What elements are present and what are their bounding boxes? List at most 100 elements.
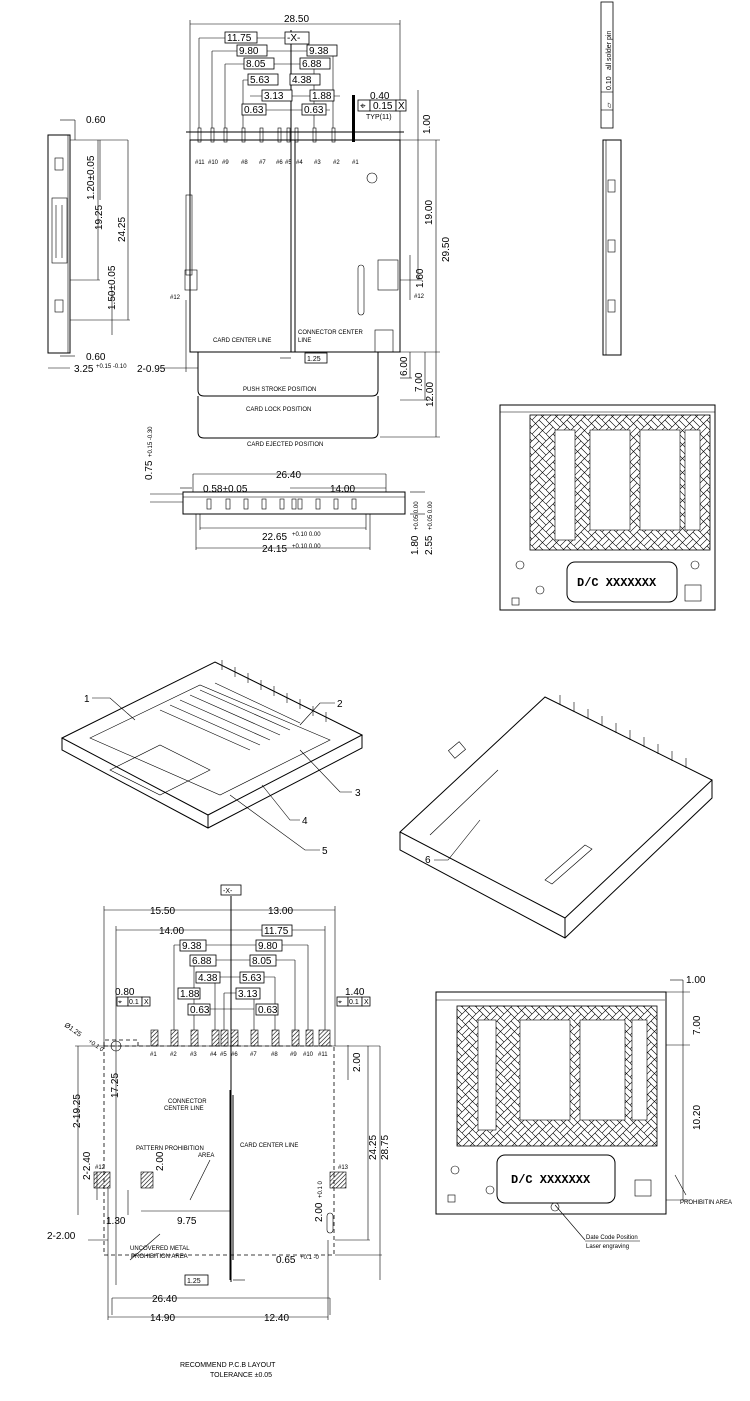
dim-side-gap: 2-0.95 bbox=[137, 364, 166, 375]
dim-22-65-tol: +0.10 0.00 bbox=[292, 532, 321, 538]
position-icon: ⌖ bbox=[360, 101, 366, 112]
slot bbox=[326, 1212, 334, 1234]
dim-0-75-tol: +0.15 -0.30 bbox=[148, 426, 154, 457]
pad13-label: #13 bbox=[338, 1165, 349, 1171]
pcb-card-center-line-label: CARD CENTER LINE bbox=[240, 1143, 298, 1149]
svg-text:#2: #2 bbox=[170, 1052, 177, 1058]
pin-labels: #11#10 #9#8 #7#6 #5#4 #3#2 #1 bbox=[195, 160, 359, 166]
dim-1-50: 1.50±0.05 bbox=[107, 265, 118, 310]
pcb-tolerance: TOLERANCE ±0.05 bbox=[210, 1372, 272, 1379]
pcb-dim-1-30: 1.30 bbox=[106, 1216, 126, 1227]
pcb-layout: -X- 15.50 13.00 14.00 11.75 9.38 9.80 6.… bbox=[75, 884, 382, 1320]
bv2-dim-10-20: 10.20 bbox=[692, 1105, 703, 1130]
callout-3: 3 bbox=[355, 788, 361, 799]
pattern-prohibition-label: PATTERN PROHIBITION bbox=[136, 1146, 204, 1152]
uncovered-metal-label: UNCOVERED METAL bbox=[130, 1246, 190, 1252]
svg-text:#6: #6 bbox=[276, 160, 283, 166]
pcb-dim-12-40: 12.40 bbox=[264, 1313, 289, 1324]
pcb-dim-19-25: 2-19.25 bbox=[72, 1094, 83, 1128]
dim-14: 14.00 bbox=[330, 484, 355, 495]
svg-text:#11: #11 bbox=[318, 1052, 328, 1058]
pcb-dim-2-00: 2.00 bbox=[352, 1052, 363, 1072]
pcb-dim-0-65-tol: +0.1 -0 bbox=[300, 1255, 320, 1261]
dim-pin7: 3.13 bbox=[264, 91, 284, 102]
pcb-dim-9-38: 9.38 bbox=[182, 941, 202, 952]
pcb-dim-15-50: 15.50 bbox=[150, 906, 175, 917]
dim-overall-width: 28.50 bbox=[284, 14, 309, 25]
pcb-dim-0-63-left: 0.63 bbox=[190, 1005, 210, 1016]
dim-pin9: 8.05 bbox=[246, 59, 266, 70]
laser-engraving-note: Laser engraving bbox=[586, 1244, 629, 1250]
front-view: 26.40 0.58±0.05 14.00 0.75 +0.15 -0.30 2… bbox=[144, 426, 435, 555]
svg-text:#3: #3 bbox=[314, 160, 321, 166]
dim-pin10: 9.80 bbox=[239, 46, 259, 57]
dim-height-tol: +0.15 -0.10 bbox=[96, 364, 127, 370]
isometric-view-open: 1 2 3 4 5 bbox=[60, 660, 364, 857]
dim-2-55: 2.55 bbox=[424, 535, 435, 555]
pcb-dim-slot-tol: +0.1 0 bbox=[318, 1180, 324, 1198]
pcb-dim-3-13: 3.13 bbox=[238, 989, 258, 1000]
top-view: 28.50 11.75 -X- 9.80 9.38 8.05 6.88 5.63… bbox=[137, 14, 452, 448]
svg-text:#1: #1 bbox=[352, 160, 359, 166]
side-spring bbox=[185, 194, 193, 276]
pcb-pads bbox=[93, 1029, 347, 1189]
svg-text:#1: #1 bbox=[150, 1052, 157, 1058]
pcb-datum-ref-right: X bbox=[364, 999, 369, 1006]
left-side-view: 0.60 1.20±0.05 19.25 24.25 1.50±0.05 0.6… bbox=[47, 115, 130, 375]
pcb-dim-9-80: 9.80 bbox=[258, 941, 278, 952]
pcb-dim-24-25: 24.25 bbox=[368, 1135, 379, 1160]
dim-pin11: 11.75 bbox=[227, 33, 252, 44]
flatness-icon: ▱ bbox=[606, 102, 613, 108]
eject-latch bbox=[374, 329, 394, 353]
dim-offset: 1.25 bbox=[307, 356, 321, 363]
right-side-view: ▱ 0.10 all solder pin bbox=[600, 1, 622, 356]
connector-center-line-label-2: LINE bbox=[298, 338, 311, 344]
pcb-dim-4-38: 4.38 bbox=[198, 973, 218, 984]
bv2-dim-1-00: 1.00 bbox=[686, 975, 706, 986]
datum-ref: X bbox=[398, 101, 405, 112]
pcb-layout-section: -X- 15.50 13.00 14.00 11.75 9.38 9.80 6.… bbox=[47, 884, 391, 1379]
dim-bottom-pin: 0.60 bbox=[86, 352, 106, 363]
pcb-dim-0-65: 0.65 bbox=[276, 1255, 296, 1266]
dim-24-15: 24.15 bbox=[262, 544, 287, 555]
card-ejected-outline bbox=[197, 400, 379, 439]
svg-text:#5: #5 bbox=[285, 160, 292, 166]
svg-text:#8: #8 bbox=[271, 1052, 278, 1058]
pcb-dim-1-88: 1.88 bbox=[180, 989, 200, 1000]
connector-center-line-label: CONNECTOR CENTER bbox=[298, 330, 364, 336]
callout-5: 5 bbox=[322, 846, 328, 857]
pcb-dim-14-90: 14.90 bbox=[150, 1313, 175, 1324]
dim-pin5: 1.88 bbox=[312, 91, 332, 102]
card-push-outline bbox=[197, 352, 379, 397]
dim-0-58: 0.58±0.05 bbox=[203, 484, 248, 495]
isometric-view-closed: 6 bbox=[399, 695, 713, 939]
dim-pin8: 5.63 bbox=[250, 75, 270, 86]
dim-22-65: 22.65 bbox=[262, 532, 287, 543]
pcb-dim-9-75: 9.75 bbox=[177, 1216, 197, 1227]
callout-4: 4 bbox=[302, 816, 308, 827]
dim-pin1: 0.63 bbox=[304, 105, 324, 116]
dim-26-40: 26.40 bbox=[276, 470, 301, 481]
card-center-line-label: CARD CENTER LINE bbox=[213, 338, 271, 344]
pcb-dim-11-75: 11.75 bbox=[264, 926, 289, 937]
pcb-dim-0-63-right: 0.63 bbox=[258, 1005, 278, 1016]
card-ejected-label: CARD EJECTED POSITION bbox=[247, 442, 323, 448]
pcb-datum-ref-left: X bbox=[144, 999, 149, 1006]
pcb-pad-dims: 0.80 ⌖ 0.1 X 1.40 ⌖ 0.1 X bbox=[115, 987, 371, 1007]
pcb-tol-left: 0.1 bbox=[129, 999, 139, 1006]
pcb-connector-center-line-label: CONNECTOR bbox=[168, 1099, 207, 1105]
dim-1-20: 1.20±0.05 bbox=[86, 155, 97, 200]
dim-24-25: 24.25 bbox=[117, 217, 128, 242]
position-icon: ⌖ bbox=[338, 999, 342, 1006]
dim-19: 19.00 bbox=[424, 200, 435, 225]
dim-7: 7.00 bbox=[414, 372, 425, 392]
dim-pin2: 9.38 bbox=[309, 46, 329, 57]
position-icon: ⌖ bbox=[118, 999, 122, 1006]
svg-text:#5: #5 bbox=[220, 1052, 227, 1058]
prohibition-area-label: PROHIBITIN AREA bbox=[680, 1200, 732, 1206]
locating-hole bbox=[366, 172, 378, 184]
pcb-pad-labels: #1#2 #3#4 #5#6 #7#8 #9#10 #11 bbox=[150, 1052, 328, 1058]
typ-note: TYP(11) bbox=[366, 114, 392, 121]
dim-pin4: 4.38 bbox=[292, 75, 312, 86]
pcb-dim-2x2-00: 2-2.00 bbox=[47, 1231, 76, 1242]
